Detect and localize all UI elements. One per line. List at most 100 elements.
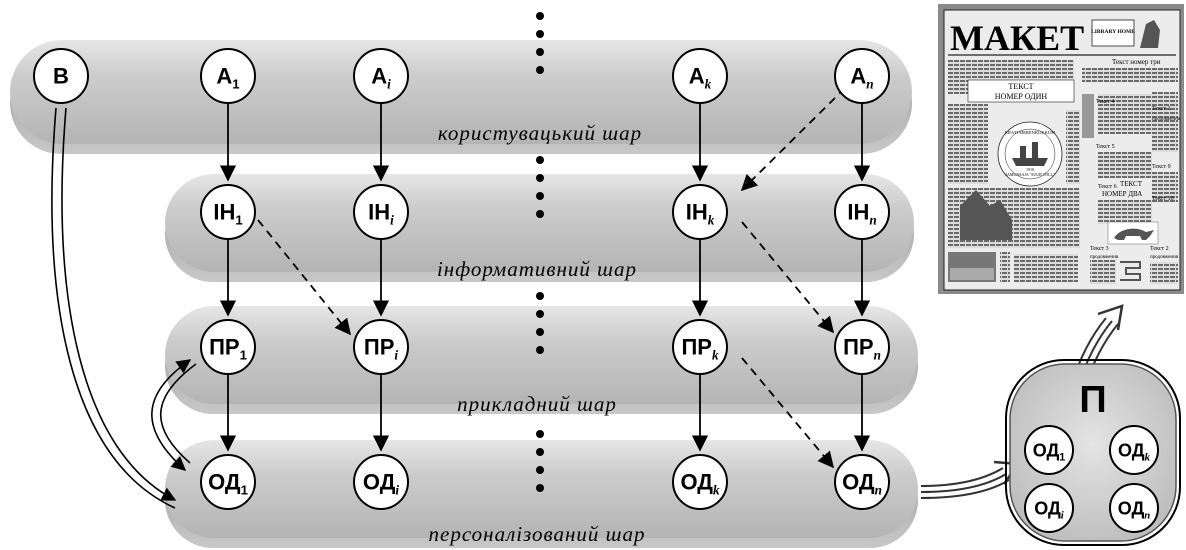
node-odn-subscript: n bbox=[875, 483, 882, 498]
library-home-label: LIBRARY HOME bbox=[1091, 29, 1135, 35]
node-odn: ОДn bbox=[834, 454, 890, 510]
node-od1-label: ОД1 bbox=[208, 470, 248, 498]
profile-item-1: ОД1 bbox=[1024, 425, 1074, 475]
profile-item-2-subscript: k bbox=[1145, 451, 1151, 463]
node-odi-subscript: i bbox=[395, 483, 399, 498]
node-ink-subscript: k bbox=[708, 213, 715, 228]
profile-item-2-label: ОДk bbox=[1118, 440, 1151, 463]
node-odk-main: ОД bbox=[680, 470, 713, 495]
figure-icon bbox=[1140, 20, 1160, 48]
node-ak-label: Аk bbox=[689, 64, 712, 92]
maket-text1: Текст 1 bbox=[1152, 106, 1171, 112]
b-to-personal-connector bbox=[51, 107, 177, 509]
node-pr1-main: ПР bbox=[209, 335, 240, 360]
node-b-main: В bbox=[53, 64, 69, 89]
node-pri-main: ПР bbox=[364, 335, 395, 360]
node-in1-label: ІН1 bbox=[213, 200, 242, 228]
node-ini: ІНi bbox=[353, 184, 409, 240]
node-odk-label: ОДk bbox=[680, 470, 720, 498]
node-ai-label: Аi bbox=[371, 64, 391, 92]
node-ini-label: ІНi bbox=[368, 200, 394, 228]
maket-text6: Текст 6 bbox=[1098, 184, 1117, 190]
profile-item-2: ОДk bbox=[1109, 425, 1159, 475]
profile-item-4-label: ОДn bbox=[1118, 498, 1151, 521]
profile-item-1-subscript: 1 bbox=[1059, 451, 1065, 463]
node-inn-label: ІНn bbox=[847, 200, 876, 228]
maket-text9: Текст 9 bbox=[1152, 164, 1171, 170]
maket-text10: Текст 10 bbox=[1152, 196, 1174, 202]
node-prk-subscript: k bbox=[712, 348, 719, 363]
node-b-label: В bbox=[53, 64, 69, 89]
node-inn-main: ІН bbox=[847, 200, 869, 225]
node-an-label: Аn bbox=[850, 64, 873, 92]
node-pri-subscript: i bbox=[394, 348, 398, 363]
layer-band-personal: персоналізований шар bbox=[165, 440, 918, 548]
node-pr1: ПР1 bbox=[200, 319, 256, 375]
layer-label-personal: персоналізований шар bbox=[429, 522, 646, 546]
emblem-year: 1910 bbox=[1026, 167, 1034, 172]
node-prn-subscript: n bbox=[874, 348, 881, 363]
node-pr1-label: ПР1 bbox=[209, 335, 247, 363]
layer-band-info: інформативний шар bbox=[165, 174, 914, 282]
library-home-badge bbox=[1091, 19, 1135, 47]
profile-item-3-main: ОД bbox=[1034, 498, 1061, 518]
node-a1-main: А bbox=[216, 64, 232, 89]
node-prn: ПРn bbox=[834, 319, 890, 375]
node-an-subscript: n bbox=[866, 77, 873, 92]
maket-masthead: МАКЕТ bbox=[950, 18, 1084, 58]
emblem-top-text: KRATI MERENKUKKUM bbox=[1005, 130, 1055, 135]
layer-band-user: користувацький шар bbox=[10, 40, 912, 154]
dashed-arrows bbox=[257, 87, 846, 469]
layer-label-applied: прикладний шар bbox=[457, 392, 617, 416]
profile-item-3-label: ОДi bbox=[1034, 498, 1064, 521]
node-b: В bbox=[33, 48, 89, 104]
ship-emblem bbox=[997, 121, 1063, 187]
node-ak-subscript: k bbox=[705, 77, 712, 92]
node-odk-subscript: k bbox=[713, 483, 720, 498]
node-pri: ПРi bbox=[353, 319, 409, 375]
profile-title: П bbox=[1079, 379, 1106, 421]
node-a1: А1 bbox=[200, 48, 256, 104]
profile-item-4-subscript: n bbox=[1144, 509, 1150, 521]
profile-item-1-label: ОД1 bbox=[1033, 440, 1066, 463]
node-pri-label: ПРi bbox=[364, 335, 399, 363]
node-in1-subscript: 1 bbox=[235, 213, 242, 228]
node-prk-main: ПР bbox=[681, 335, 712, 360]
maket-text2-cont: продовження bbox=[1150, 255, 1179, 260]
maket-layout: МАКЕТ LIBRARY HOME ТЕКСТ НОМЕР ОДИН KRAT… bbox=[938, 4, 1184, 294]
node-prn-main: ПР bbox=[843, 335, 874, 360]
maket-text-one-b: НОМЕР ОДИН bbox=[995, 92, 1048, 101]
maket-text3: Текст 3 bbox=[1090, 246, 1109, 252]
profile-item-2-main: ОД bbox=[1118, 440, 1145, 460]
maket-text2: Текст 2 bbox=[1150, 246, 1169, 252]
profile-item-4: ОДn bbox=[1109, 483, 1159, 533]
node-od1-subscript: 1 bbox=[241, 483, 248, 498]
node-od1-main: ОД bbox=[208, 470, 241, 495]
profile-item-3: ОДi bbox=[1024, 483, 1074, 533]
node-a1-label: А1 bbox=[216, 64, 239, 92]
node-ink-label: ІНk bbox=[686, 200, 715, 228]
node-in1: ІН1 bbox=[200, 184, 256, 240]
emblem-bottom-text: JAMUNSAJA "SUUR TÕLL" bbox=[1005, 172, 1055, 177]
node-odn-main: ОД bbox=[842, 470, 875, 495]
node-ai-main: А bbox=[371, 64, 387, 89]
node-ini-main: ІН bbox=[368, 200, 390, 225]
node-odn-label: ОДn bbox=[842, 470, 882, 498]
layer-label-info: інформативний шар bbox=[437, 257, 637, 281]
arrow-symbol-icon bbox=[1120, 261, 1141, 281]
node-ink: ІНk bbox=[672, 184, 728, 240]
node-inn-subscript: n bbox=[869, 213, 876, 228]
node-odi: ОДi bbox=[353, 454, 409, 510]
pr1-od1-bidirectional bbox=[151, 359, 197, 471]
maket-text1-cont: продовження bbox=[1152, 117, 1181, 122]
solid-arrows bbox=[219, 103, 871, 452]
node-ai-subscript: i bbox=[387, 77, 391, 92]
node-pr1-subscript: 1 bbox=[240, 348, 247, 363]
church-picture bbox=[960, 190, 1012, 240]
node-od1: ОД1 bbox=[200, 454, 256, 510]
maket-text3-cont: продовження bbox=[1090, 255, 1119, 260]
node-prk-label: ПРk bbox=[681, 335, 719, 363]
